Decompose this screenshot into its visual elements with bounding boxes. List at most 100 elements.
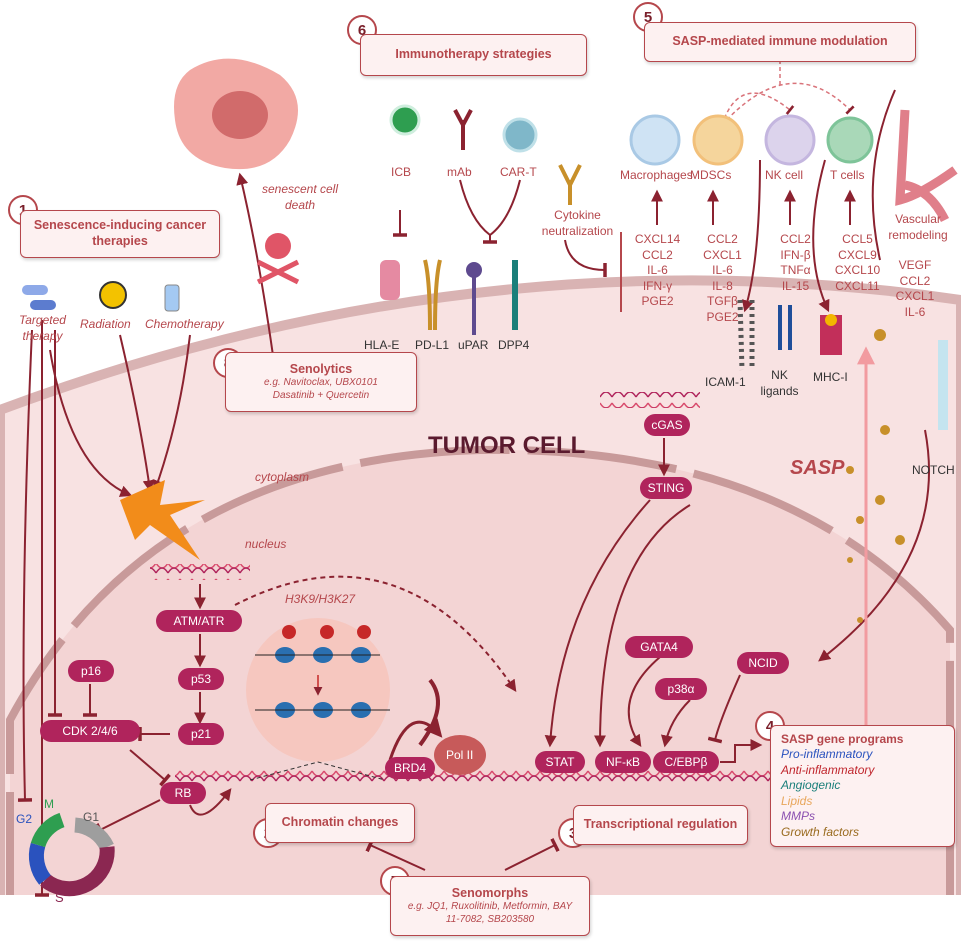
- pol2-label: Pol II: [446, 748, 474, 762]
- factor-item: CCL5: [842, 232, 873, 246]
- pills-icon: [22, 285, 56, 310]
- factor-item: CCL2: [780, 232, 811, 246]
- receptor-shapes: [380, 259, 948, 430]
- macrophage-icon: [629, 114, 681, 166]
- skull-icon: [256, 233, 300, 285]
- factor-item: IL-15: [781, 278, 810, 293]
- blood-vessel-icon: [895, 109, 958, 223]
- radiation-icon: [99, 281, 127, 309]
- dpp4-label: DPP4: [498, 338, 530, 352]
- senolytics-title: Senolytics: [289, 361, 353, 376]
- mhc-i-label: MHC-I: [813, 370, 848, 384]
- antibody-icon: [453, 109, 473, 150]
- pd-l1-label: PD-L1: [415, 338, 450, 352]
- senomorphs-title: Senomorphs: [451, 885, 529, 900]
- vascular-factor: CCL2: [899, 273, 931, 288]
- factor-item: CCL2: [707, 232, 738, 246]
- sasp-program-item: Growth factors: [781, 824, 860, 839]
- nk-ligands-label: NK ligands: [760, 368, 799, 398]
- brd4-node: BRD4: [385, 757, 435, 779]
- vascular-factor: CXCL1: [895, 289, 935, 304]
- notch-label: NOTCH: [912, 463, 955, 477]
- sasp-program-item: Angiogenic: [781, 778, 841, 793]
- rb-node: RB: [160, 782, 206, 804]
- p53-node: p53: [178, 668, 224, 690]
- icam-1-label: ICAM-1: [705, 375, 746, 389]
- sasp-particles: [846, 329, 905, 623]
- cell-cycle-g2: G2: [16, 812, 33, 826]
- section-6-box: Immunotherapy strategies: [360, 34, 587, 76]
- section-8-box: Senolytics e.g. Navitoclax, UBX0101 Dasa…: [225, 352, 417, 412]
- upar-label: uPAR: [458, 338, 489, 352]
- immune-cell-label: MDSCs: [690, 168, 732, 182]
- tcell-icon: [826, 116, 874, 164]
- cytokine-neutralization-label: Cytokine neutralization: [541, 208, 614, 238]
- p21-node: p21: [178, 723, 224, 745]
- dna-strand: [175, 770, 785, 786]
- sasp-programs-title: SASP gene programs: [781, 732, 904, 746]
- tumor-cell-title: TUMOR CELL: [428, 432, 586, 459]
- cart-cell-icon: [502, 117, 538, 153]
- cytoplasm-label: cytoplasm: [255, 470, 310, 484]
- immune-cell-label: NK cell: [765, 168, 804, 182]
- mab-label: mAb: [447, 165, 472, 179]
- radiation-label: Radiation: [80, 317, 131, 331]
- stat-node: STAT: [535, 751, 585, 773]
- p16-node: p16: [68, 660, 114, 682]
- cdk-node: CDK 2/4/6: [40, 720, 140, 742]
- sting-node: STING: [640, 477, 692, 499]
- vascular-remodeling-label: Vascular remodeling: [888, 212, 948, 242]
- nfkb-node: NF-κB: [595, 751, 651, 773]
- factor-item: PGE2: [706, 309, 739, 324]
- vascular-factor: IL-6: [904, 304, 926, 319]
- cell-cycle-s: S: [55, 890, 64, 905]
- factor-item: IL-8: [712, 278, 733, 293]
- sasp-program-item: Lipids: [781, 793, 813, 808]
- sasp-program-item: MMPs: [781, 809, 815, 824]
- sasp-label: SASP: [790, 457, 845, 479]
- section-3-box: Transcriptional regulation: [573, 805, 748, 845]
- factor-divider: [620, 232, 622, 312]
- senescent-death-label: senescent cell death: [261, 182, 339, 212]
- factor-item: CXCL9: [838, 247, 877, 262]
- icb-cell-icon: [389, 104, 421, 136]
- factor-item: IFN-β: [780, 247, 811, 262]
- nk-cell-icon: [764, 114, 816, 166]
- factor-item: CXCL11: [835, 278, 880, 293]
- sasp-program-item: Pro-inflammatory: [781, 747, 873, 761]
- histone-mark-label: H3K9/H3K27: [285, 592, 356, 606]
- immune-cell-label: T cells: [830, 168, 865, 182]
- factor-item: IL-6: [647, 263, 668, 278]
- senomorphs-examples: e.g. JQ1, Ruxolitinib, Metformin, BAY 11…: [407, 901, 573, 925]
- cgas-node: cGAS: [644, 414, 690, 436]
- factor-item: CXCL1: [703, 247, 742, 262]
- icb-label: ICB: [391, 165, 412, 179]
- factor-item: TNFα: [780, 263, 811, 278]
- factor-item: IL-6: [712, 263, 733, 278]
- mdsc-icon: [692, 114, 744, 166]
- ncid-node: NCID: [737, 652, 789, 674]
- factor-item: IFN-γ: [642, 278, 673, 293]
- section-2-box: Chromatin changes: [265, 803, 415, 843]
- section-5-box: SASP-mediated immune modulation: [644, 22, 916, 62]
- cart-label: CAR-T: [500, 165, 537, 179]
- cell-cycle-g1: G1: [83, 810, 100, 824]
- nucleus-label: nucleus: [245, 537, 287, 551]
- p38-node: p38α: [655, 678, 707, 700]
- factor-item: TGFβ: [707, 294, 738, 309]
- factor-item: CXCL14: [634, 232, 681, 246]
- cell-cycle-m: M: [44, 797, 54, 811]
- neutralizing-antibody-icon: [558, 164, 582, 205]
- immune-cell-label: Macrophages: [620, 168, 693, 182]
- vascular-factors: VEGF CCL2 CXCL1 IL-6: [890, 258, 940, 320]
- targeted-therapy-label: Targeted therapy: [19, 313, 66, 343]
- factor-item: CCL2: [642, 247, 673, 262]
- vial-icon: [164, 284, 180, 312]
